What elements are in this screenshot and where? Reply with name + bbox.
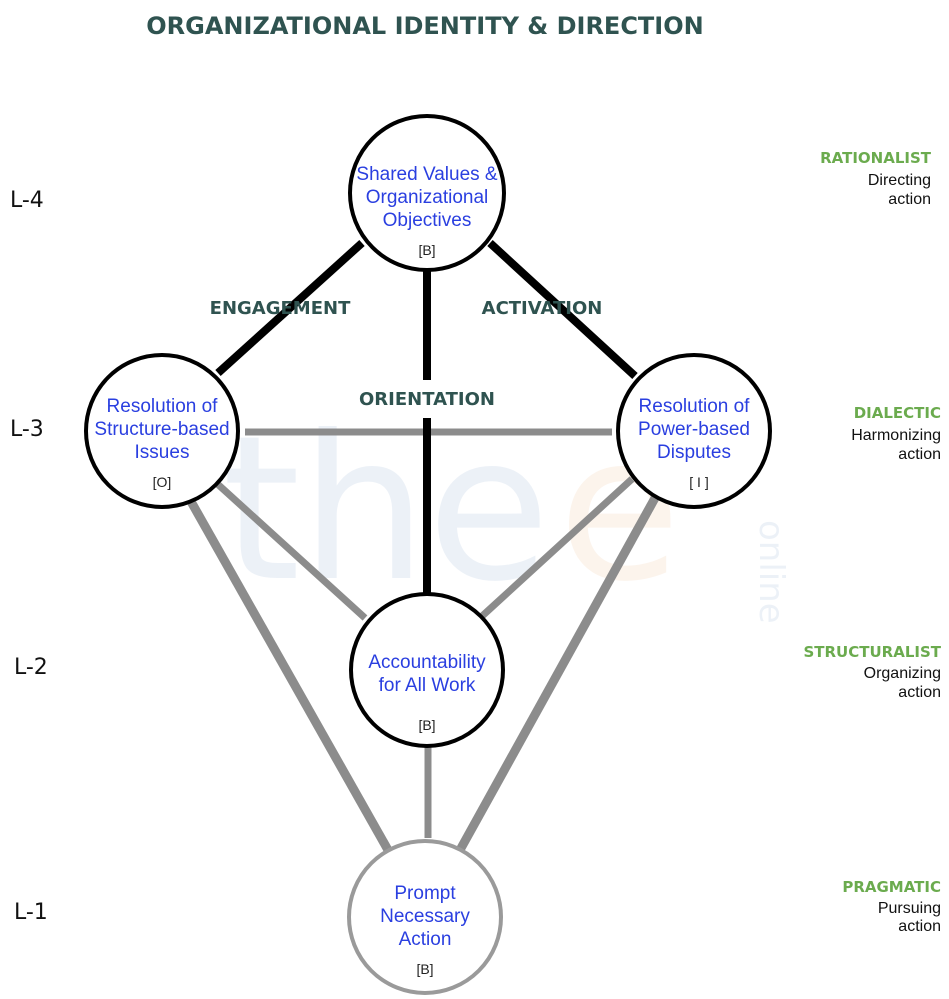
side-desc-line: action bbox=[898, 918, 941, 935]
side-pragmatic: PRAGMATIC Pursuing action bbox=[842, 878, 941, 935]
node-shared-values: Shared Values & Organizational Objective… bbox=[348, 114, 506, 272]
node-code: [ I ] bbox=[689, 474, 708, 490]
side-desc-line: Pursuing bbox=[878, 900, 941, 917]
node-line: Objectives bbox=[383, 210, 472, 231]
side-desc-line: action bbox=[888, 191, 931, 208]
diagram-title: ORGANIZATIONAL IDENTITY & DIRECTION bbox=[146, 12, 703, 40]
connector-right-bottom bbox=[456, 495, 659, 853]
node-line: Resolution of bbox=[107, 396, 219, 417]
node-code: [B] bbox=[418, 717, 435, 733]
node-line: Issues bbox=[135, 442, 190, 463]
node-line: Resolution of bbox=[639, 396, 751, 417]
node-line: Organizational bbox=[366, 187, 489, 208]
node-circle bbox=[348, 114, 506, 272]
connector-left-center bbox=[209, 476, 368, 621]
level-label-l4: L-4 bbox=[10, 188, 44, 213]
side-desc-line: Directing bbox=[868, 172, 931, 189]
relation-activation: ACTIVATION bbox=[482, 298, 603, 319]
side-desc-line: action bbox=[898, 684, 941, 701]
node-code: [O] bbox=[153, 474, 172, 490]
node-line: Disputes bbox=[657, 442, 731, 463]
connectors bbox=[185, 240, 659, 853]
node-line: Power-based bbox=[638, 419, 750, 440]
node-line: Structure-based bbox=[94, 419, 229, 440]
connector-left-bottom bbox=[185, 495, 392, 853]
side-desc-line: action bbox=[898, 446, 941, 463]
watermark-sub: online bbox=[751, 520, 791, 624]
node-power-disputes: Resolution of Power-based Disputes [ I ] bbox=[616, 353, 772, 509]
node-structure-issues: Resolution of Structure-based Issues [O] bbox=[84, 353, 240, 509]
watermark-word: the bbox=[222, 393, 550, 626]
level-label-l3: L-3 bbox=[10, 417, 44, 442]
node-line: Shared Values & bbox=[356, 164, 498, 185]
node-line: Action bbox=[399, 929, 452, 950]
node-code: [B] bbox=[418, 242, 435, 258]
node-circle bbox=[349, 592, 505, 748]
side-heading: STRUCTURALIST bbox=[803, 643, 941, 661]
node-prompt-action: Prompt Necessary Action [B] bbox=[347, 839, 503, 995]
side-heading: PRAGMATIC bbox=[842, 878, 941, 896]
side-dialectic: DIALECTIC Harmonizing action bbox=[851, 404, 941, 463]
connector-top-left bbox=[215, 240, 365, 376]
level-label-l1: L-1 bbox=[14, 900, 48, 925]
node-line: Necessary bbox=[380, 906, 470, 927]
node-line: Prompt bbox=[394, 883, 456, 904]
relation-orientation: ORIENTATION bbox=[359, 389, 495, 410]
node-code: [B] bbox=[416, 961, 433, 977]
node-line: for All Work bbox=[379, 675, 476, 696]
side-desc-line: Organizing bbox=[864, 665, 941, 682]
side-rationalist: RATIONALIST Directing action bbox=[820, 149, 932, 208]
connector-right-center bbox=[477, 476, 635, 621]
connector-top-right bbox=[487, 240, 638, 379]
node-line: Accountability bbox=[368, 652, 486, 673]
node-circle bbox=[84, 353, 240, 509]
side-heading: RATIONALIST bbox=[820, 149, 932, 167]
side-desc-line: Harmonizing bbox=[851, 427, 941, 444]
node-accountability: Accountability for All Work [B] bbox=[349, 592, 505, 748]
relation-engagement: ENGAGEMENT bbox=[210, 298, 351, 319]
level-label-l2: L-2 bbox=[14, 655, 48, 680]
node-circle bbox=[616, 353, 772, 509]
node-circle bbox=[347, 839, 503, 995]
side-structuralist: STRUCTURALIST Organizing action bbox=[803, 643, 941, 701]
side-heading: DIALECTIC bbox=[854, 404, 941, 422]
